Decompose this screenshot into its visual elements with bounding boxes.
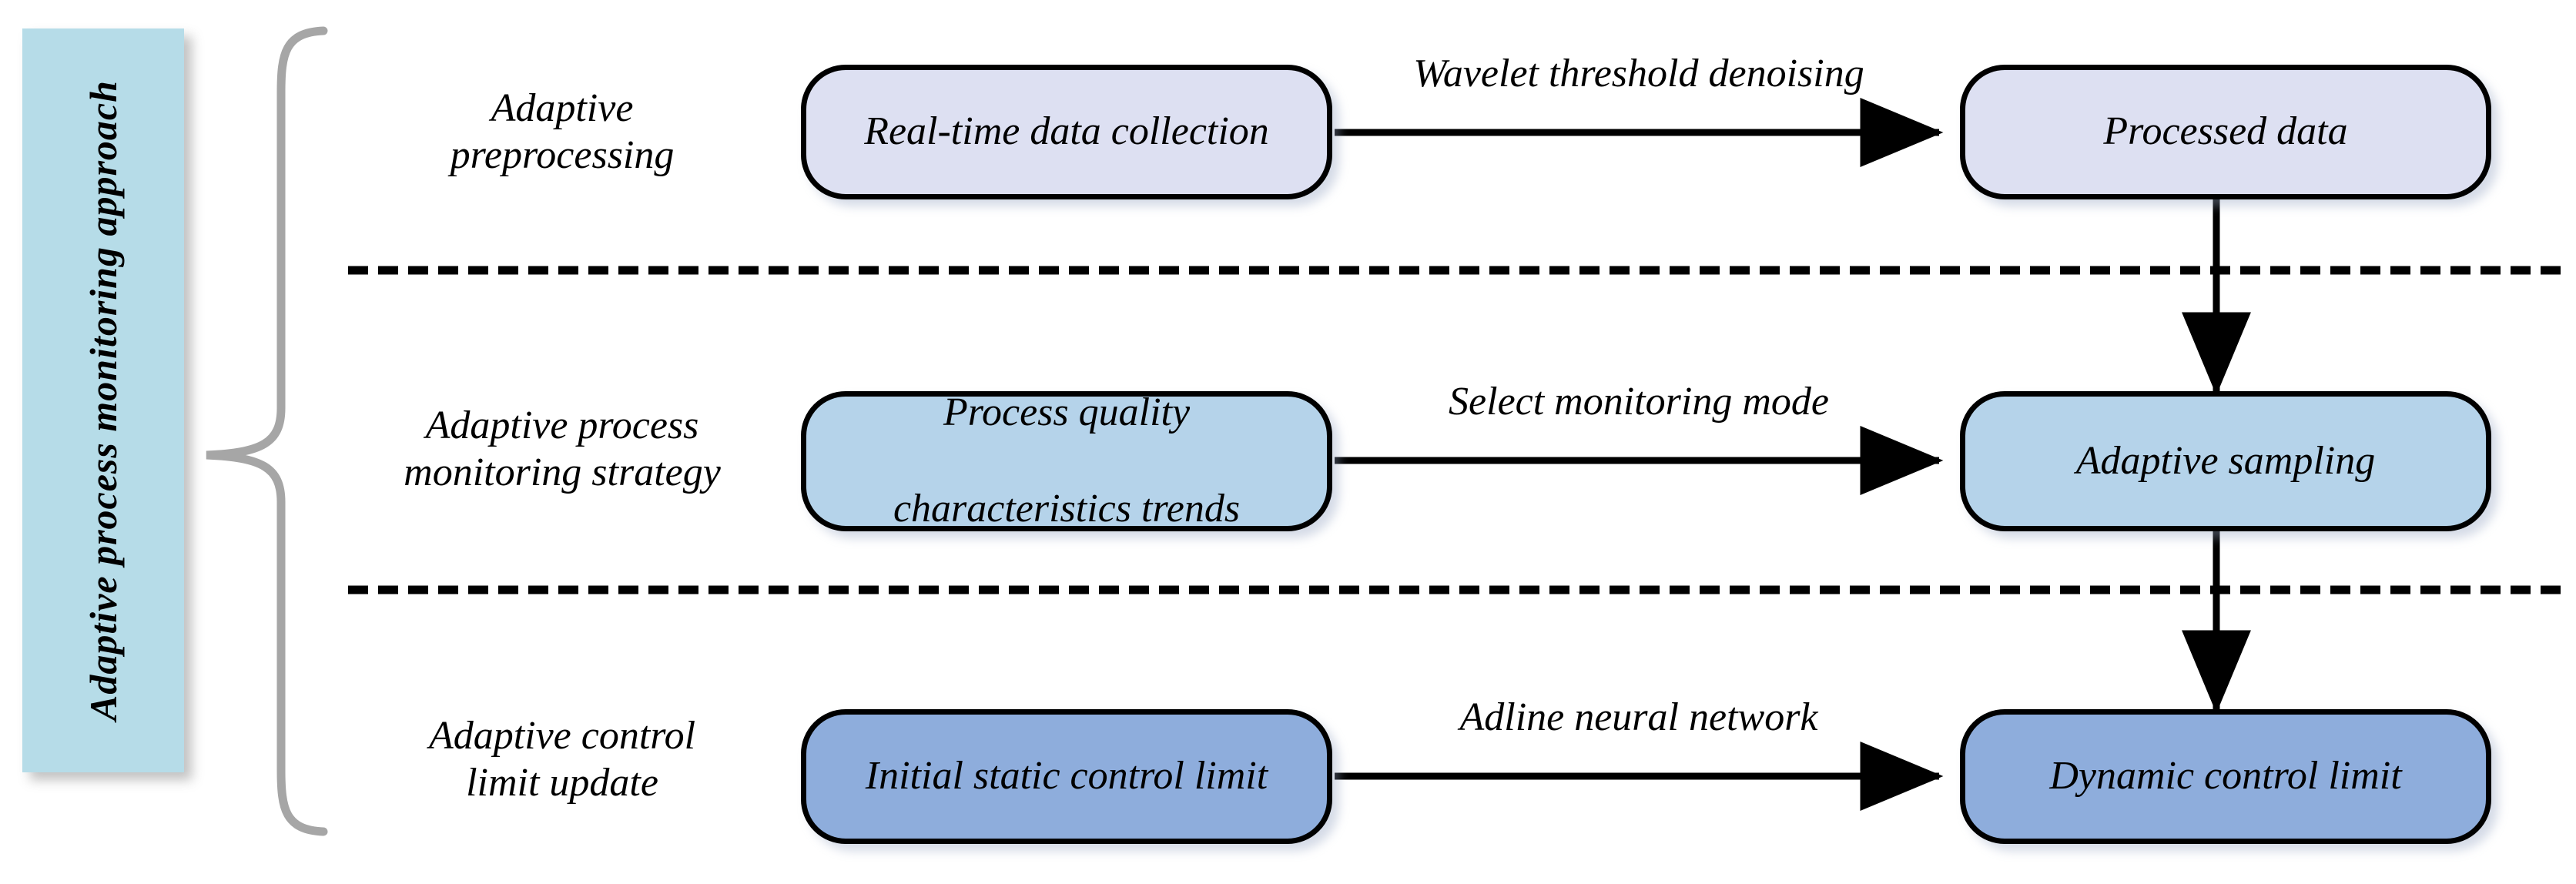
stage-label-line: limit update — [466, 761, 658, 805]
stage-label-control-limit: Adaptive control limit update — [400, 712, 724, 807]
stage-label-line: Adaptive — [491, 86, 634, 130]
node-real-time-data-collection[interactable]: Real-time data collection — [801, 65, 1332, 199]
node-adaptive-sampling[interactable]: Adaptive sampling — [1960, 391, 2491, 531]
stage-label-line: preprocessing — [450, 133, 675, 178]
node-process-quality-characteristics-trends[interactable]: Process quality characteristics trends — [801, 389, 1332, 533]
node-label: Adaptive sampling — [2075, 438, 2376, 483]
stage-label-line: Adaptive process — [425, 403, 699, 447]
node-label: Processed data — [2103, 109, 2348, 154]
stage-label-strategy: Adaptive process monitoring strategy — [370, 402, 755, 497]
node-label: Dynamic control limit — [2049, 754, 2402, 799]
stage-label-preprocessing: Adaptive preprocessing — [400, 85, 724, 179]
node-dynamic-control-limit[interactable]: Dynamic control limit — [1960, 709, 2491, 844]
edge-label-row2: Select monitoring mode — [1449, 380, 1829, 424]
stage-label-line: Adaptive control — [428, 714, 696, 758]
node-processed-data[interactable]: Processed data — [1960, 65, 2491, 199]
node-initial-static-control-limit[interactable]: Initial static control limit — [801, 709, 1332, 844]
grouping-brace — [206, 26, 328, 836]
approach-banner — [22, 28, 184, 772]
node-label-line: characteristics trends — [893, 487, 1241, 531]
node-label: Initial static control limit — [865, 754, 1268, 799]
stage-label-line: monitoring strategy — [404, 450, 721, 495]
node-label: Real-time data collection — [864, 109, 1269, 154]
edge-label-row3: Adline neural network — [1459, 695, 1818, 739]
edge-label-row1: Wavelet threshold denoising — [1413, 52, 1864, 95]
node-label: Process quality characteristics trends — [859, 389, 1274, 533]
node-label-line: Process quality — [943, 390, 1191, 435]
